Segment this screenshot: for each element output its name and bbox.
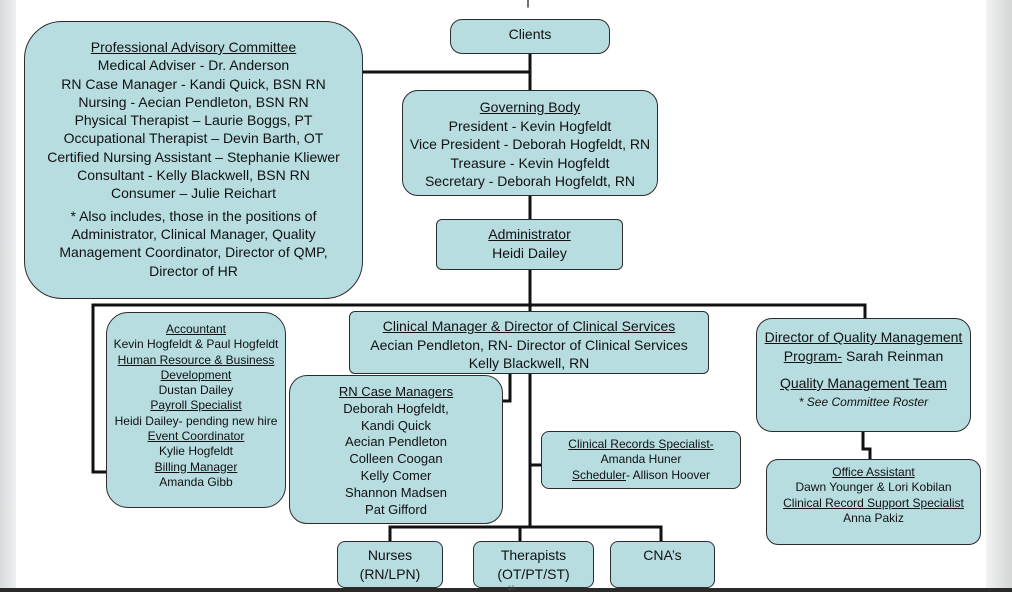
rn-case-member: Kandi Quick <box>360 417 432 433</box>
therapists-label: Therapists <box>500 547 567 563</box>
cna-box: CNA’s <box>610 541 715 588</box>
rn-case-member: Aecian Pendleton <box>345 434 447 450</box>
office-assistant-box: Office Assistant Dawn Younger & Lori Kob… <box>766 459 981 545</box>
clinical-director: Aecian Pendleton, RN- Director of Clinic… <box>370 336 688 353</box>
payroll-title: Payroll Specialist <box>150 398 242 413</box>
office-staff-box: Accountant Kevin Hogfeldt & Paul Hogfeld… <box>106 312 286 508</box>
records-title: Clinical Records Specialist- <box>568 437 714 451</box>
advisory-note: Administrator, Clinical Manager, Quality <box>71 225 316 242</box>
governing-member: Secretary - Deborah Hogfeldt, RN <box>424 173 636 189</box>
advisory-member: RN Case Manager - Kandi Quick, BSN RN <box>61 75 326 92</box>
advisory-member: Occupational Therapist – Devin Barth, OT <box>63 130 324 147</box>
quality-management-box: Director of Quality Management Program- … <box>756 318 971 432</box>
governing-member: President - Kevin Hogfeldt <box>448 117 612 134</box>
payroll-name: Heidi Dailey- pending new hire <box>114 413 278 428</box>
assistant-title: Office Assistant <box>832 465 915 479</box>
governing-body-box: Governing Body President - Kevin Hogfeld… <box>402 90 658 196</box>
slide-right-edge <box>986 0 1012 592</box>
clinical-records-box: Clinical Records Specialist- Amanda Hune… <box>541 431 741 489</box>
rn-case-member: Colleen Coogan <box>349 451 443 467</box>
quality-team-note: * See Committee Roster <box>798 394 929 409</box>
clinical-title: Clinical Manager & Director of Clinical … <box>382 318 676 334</box>
slide-bottom-rule <box>0 588 1012 592</box>
rn-case-member: Pat Gifford <box>365 501 427 517</box>
assistant-names: Dawn Younger & Lori Kobilan <box>795 480 952 495</box>
advisory-note: Management Coordinator, Director of QMP, <box>59 244 328 261</box>
nurses-label: Nurses <box>367 547 413 563</box>
nurses-sub: (RN/LPN) <box>359 565 421 582</box>
advisory-note: Director of HR <box>149 262 238 279</box>
quality-director-name: Sarah Reinman <box>842 347 944 364</box>
hr-title: Human Resource & Business <box>117 352 275 367</box>
advisory-member: Consultant - Kelly Blackwell, BSN RN <box>77 167 310 184</box>
administrator-title: Administrator <box>488 226 571 242</box>
rn-case-member: Kelly Comer <box>360 467 432 483</box>
clients-box: Clients <box>450 19 610 54</box>
administrator-name: Heidi Dailey <box>492 244 567 261</box>
rn-case-member: Shannon Madsen <box>345 484 447 500</box>
cna-label: CNA’s <box>643 547 682 563</box>
hr-name: Dustan Dailey <box>158 383 234 398</box>
page-number: 10 <box>508 586 515 592</box>
advisory-committee-box: Professional Advisory Committee Medical … <box>24 21 363 299</box>
governing-member: Treasure - Kevin Hogfeldt <box>450 154 610 171</box>
billing-name: Amanda Gibb <box>159 474 233 489</box>
accountant-names: Kevin Hogfeldt & Paul Hogfeldt <box>113 337 279 352</box>
event-title: Event Coordinator <box>147 429 245 444</box>
advisory-member: Physical Therapist – Laurie Boggs, PT <box>74 112 313 129</box>
quality-team-title: Quality Management Team <box>779 375 948 391</box>
rn-case-title: RN Case Managers <box>338 384 454 399</box>
advisory-member: Consumer – Julie Reichart <box>111 185 276 202</box>
quality-director-title: Director of Quality Management <box>764 329 963 345</box>
connector-quality-assistant <box>861 430 872 462</box>
advisory-note: * Also includes, those in the positions … <box>70 207 317 224</box>
quality-program-title: Program- <box>783 347 843 364</box>
nurses-box: Nurses (RN/LPN) <box>337 541 443 588</box>
administrator-box: Administrator Heidi Dailey <box>436 219 623 270</box>
advisory-member: Nursing - Aecian Pendleton, BSN RN <box>78 93 309 110</box>
governing-member: Vice President - Deborah Hogfeldt, RN <box>409 136 651 152</box>
scheduler-name: - Allison Hoover <box>626 467 711 482</box>
clinical-manager-box: Clinical Manager & Director of Clinical … <box>349 311 709 374</box>
therapists-sub: (OT/PT/ST) <box>497 565 570 582</box>
therapists-box: Therapists (OT/PT/ST) <box>473 541 594 588</box>
event-name: Kylie Hogfeldt <box>158 444 234 459</box>
billing-title: Billing Manager <box>154 459 238 474</box>
slide-left-edge <box>0 0 16 592</box>
support-name: Anna Pakiz <box>843 510 904 525</box>
advisory-member: Certified Nursing Assistant – Stephanie … <box>47 148 340 165</box>
advisory-member: Medical Adviser - Dr. Anderson <box>97 57 290 74</box>
advisory-title: Professional Advisory Committee <box>90 39 297 55</box>
scheduler-title: Scheduler <box>571 467 626 482</box>
rn-case-member: Deborah Hogfeldt, <box>343 400 449 416</box>
rn-case-managers-box: RN Case Managers Deborah Hogfeldt, Kandi… <box>289 375 503 524</box>
governing-title: Governing Body <box>479 99 581 115</box>
clients-label: Clients <box>508 26 552 42</box>
records-name: Amanda Huner <box>600 452 682 467</box>
support-title: Clinical Record Support Specialist <box>783 495 964 510</box>
hr-title-cont: Development <box>160 367 232 382</box>
clinical-manager: Kelly Blackwell, RN <box>468 355 590 371</box>
accountant-title: Accountant <box>165 322 227 336</box>
